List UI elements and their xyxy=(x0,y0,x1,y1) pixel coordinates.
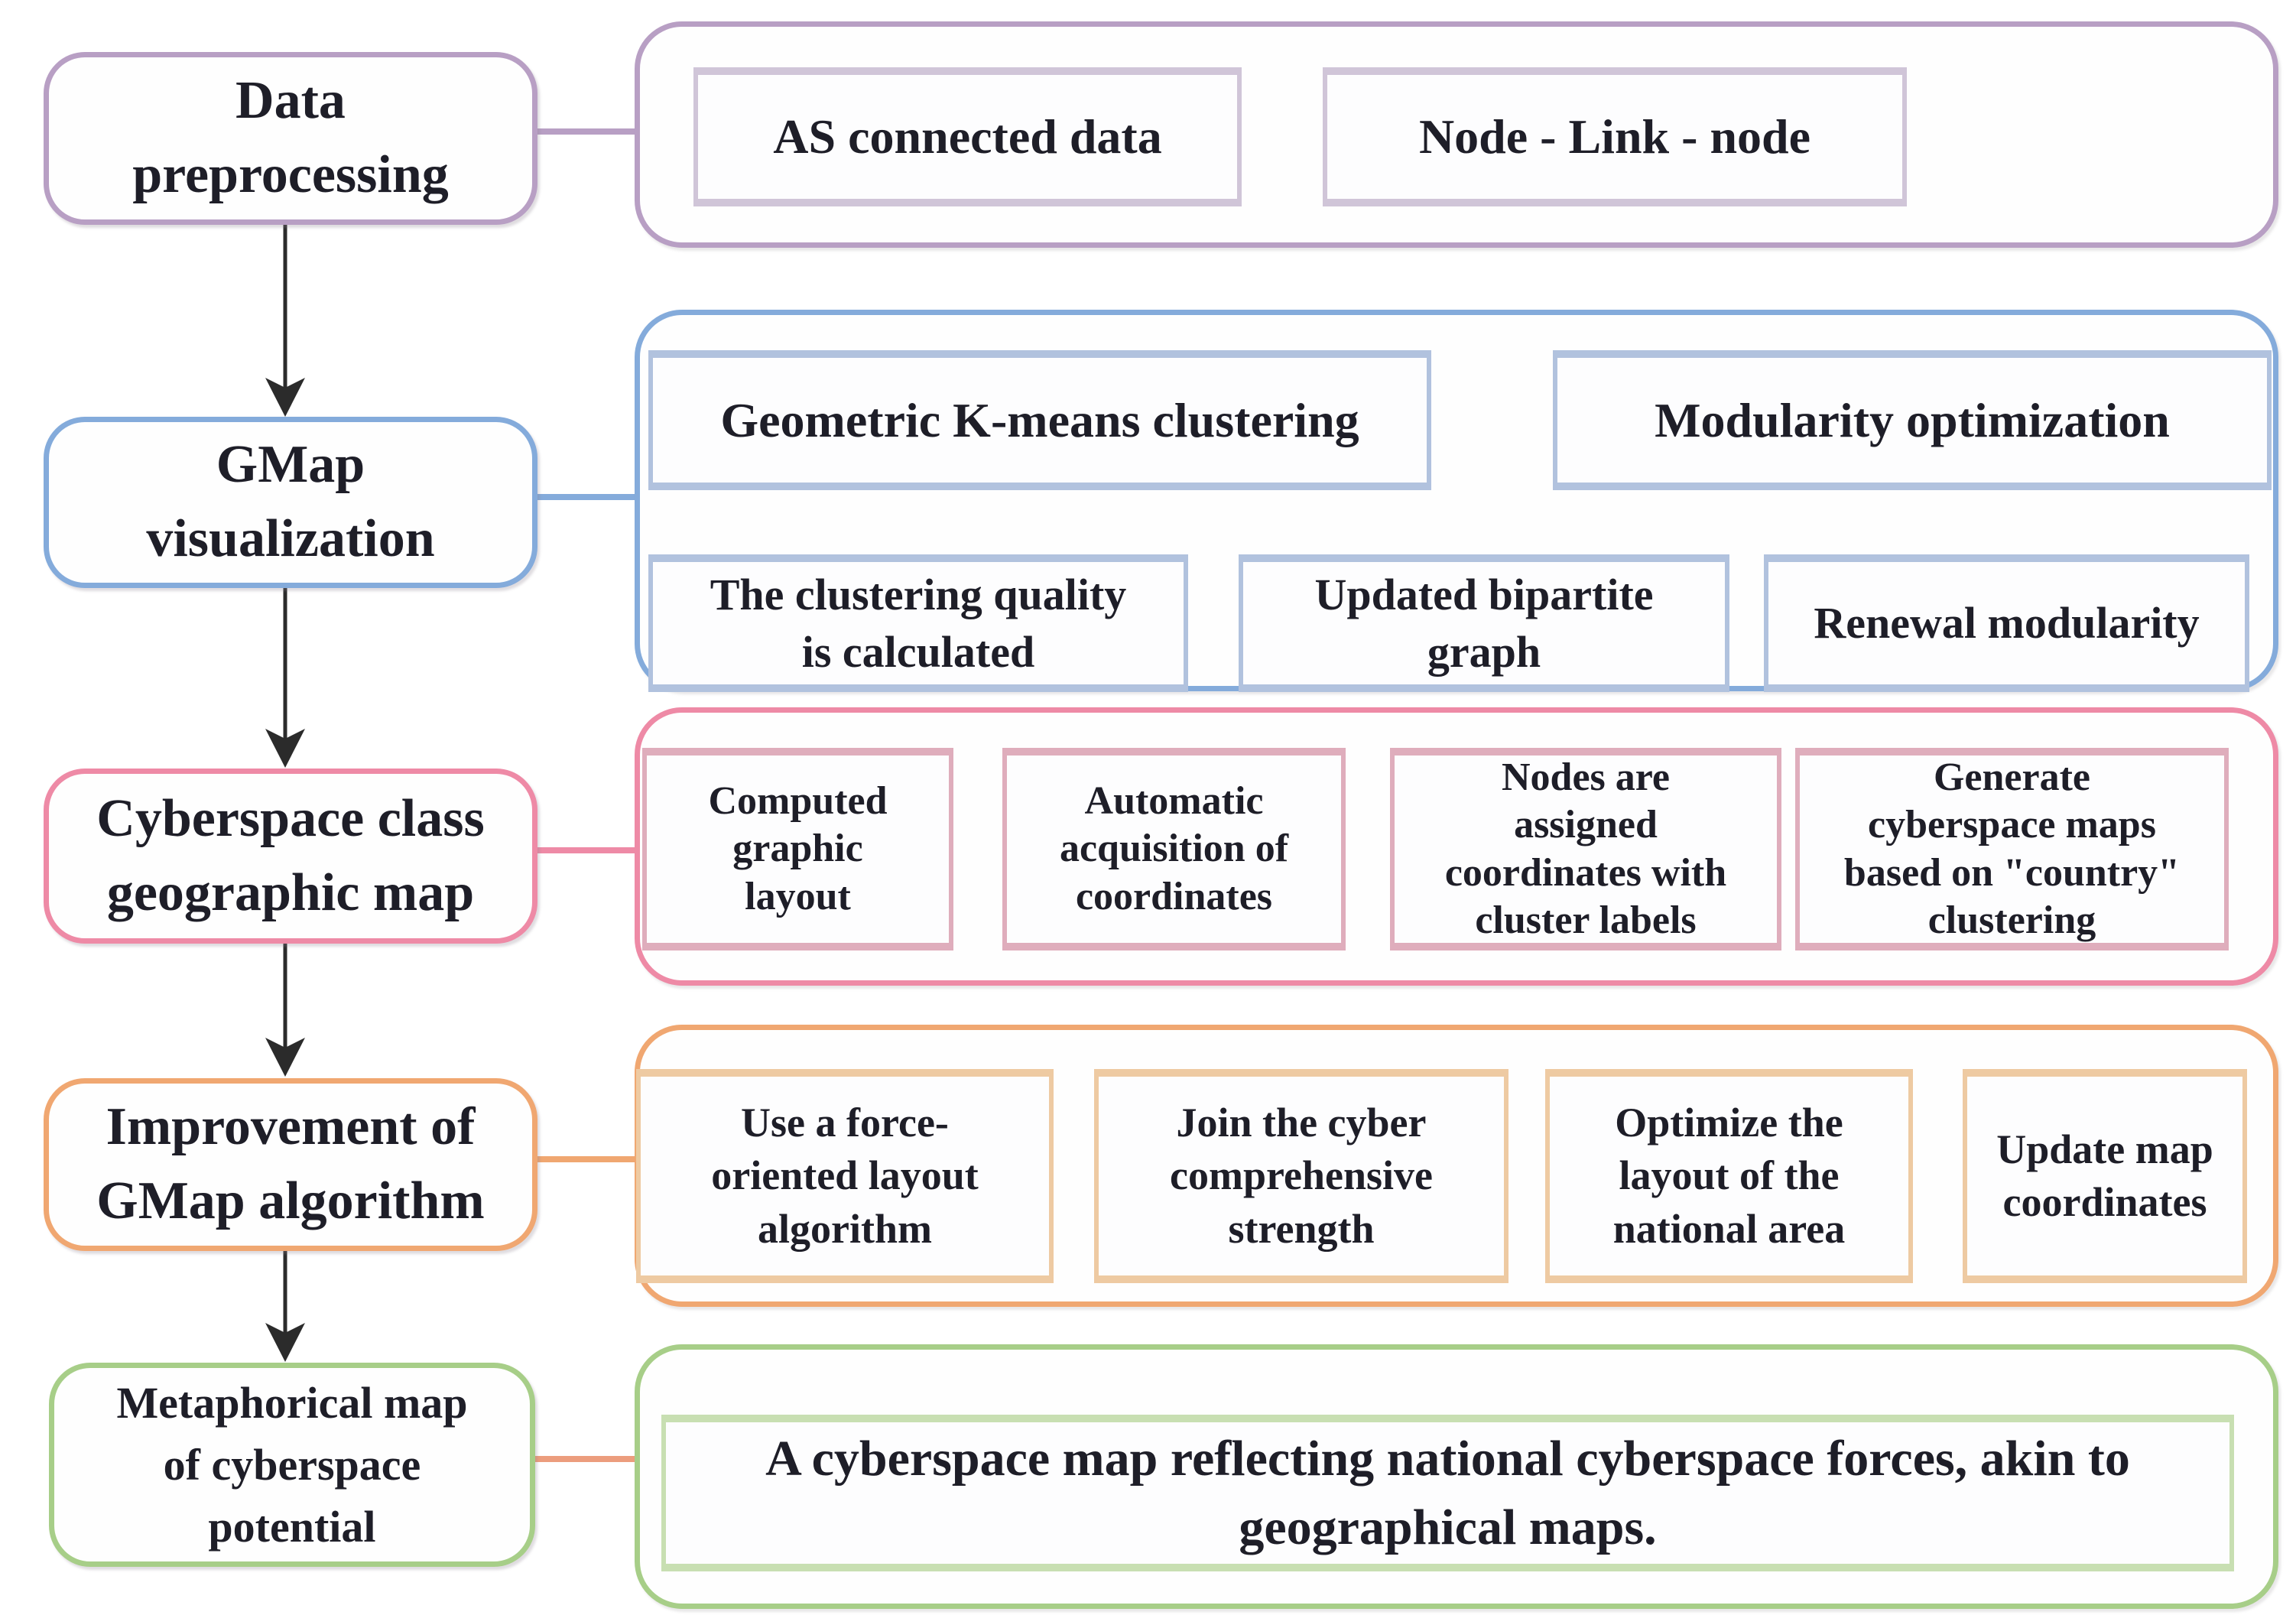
box-cyberspace-map-result: A cyberspace map reflecting national cyb… xyxy=(661,1415,2234,1571)
stage-metaphorical-map: Metaphorical map of cyberspace potential xyxy=(49,1363,535,1567)
box-update-map-coordinates: Update map coordinates xyxy=(1963,1069,2247,1283)
box-clustering-quality: The clustering quality is calculated xyxy=(648,554,1188,692)
box-force-oriented-layout: Use a force- oriented layout algorithm xyxy=(636,1069,1054,1283)
stage-cyberspace-class-geographic-map: Cyberspace class geographic map xyxy=(44,769,537,944)
box-nodes-assigned-coordinates: Nodes are assigned coordinates with clus… xyxy=(1390,748,1781,950)
box-automatic-acquisition-coordinates: Automatic acquisition of coordinates xyxy=(1002,748,1346,950)
stage-data-preprocessing: Data preprocessing xyxy=(44,52,537,225)
stage-gmap-visualization: GMap visualization xyxy=(44,417,537,588)
box-join-cyber-strength: Join the cyber comprehensive strength xyxy=(1094,1069,1508,1283)
stage-improvement-of-gmap-algorithm: Improvement of GMap algorithm xyxy=(44,1078,537,1251)
box-geometric-kmeans-clustering: Geometric K-means clustering xyxy=(648,350,1431,490)
box-generate-cyberspace-maps: Generate cyberspace maps based on "count… xyxy=(1795,748,2229,950)
box-node-link-node: Node - Link - node xyxy=(1323,67,1907,206)
box-modularity-optimization: Modularity optimization xyxy=(1553,350,2272,490)
box-updated-bipartite-graph: Updated bipartite graph xyxy=(1239,554,1729,692)
box-computed-graphic-layout: Computed graphic layout xyxy=(642,748,953,950)
stage-panel-connectors xyxy=(527,128,641,1462)
box-as-connected-data: AS connected data xyxy=(693,67,1242,206)
box-optimize-national-area: Optimize the layout of the national area xyxy=(1545,1069,1913,1283)
box-renewal-modularity: Renewal modularity xyxy=(1764,554,2249,692)
